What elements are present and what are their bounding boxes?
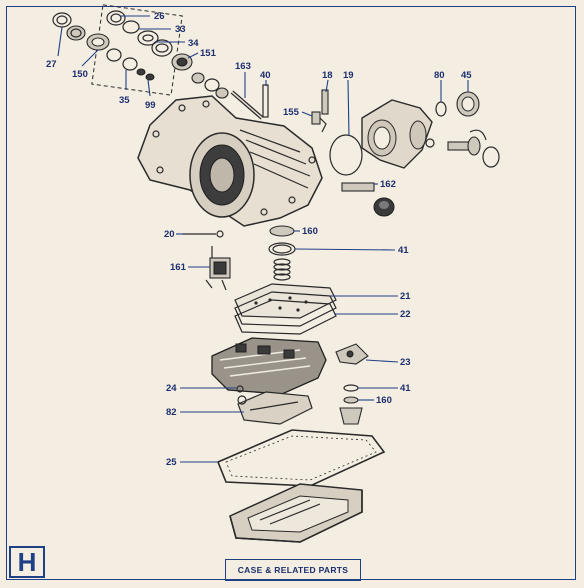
callout-82: 82	[166, 407, 177, 418]
part-26a	[52, 12, 72, 28]
callout-155: 155	[283, 107, 300, 118]
callout-35: 35	[119, 95, 130, 106]
part-33a	[122, 20, 140, 34]
callout-25: 25	[166, 457, 177, 468]
section-letter: H	[17, 546, 37, 577]
part-40-pin	[262, 84, 269, 118]
callout-41-upper: 41	[398, 245, 409, 256]
part-160b	[343, 396, 359, 404]
section-letter-badge: H	[9, 546, 45, 578]
callout-21: 21	[400, 291, 411, 302]
page-frame	[6, 6, 576, 580]
part-45-seal	[456, 91, 480, 117]
part-162-speedo	[341, 182, 395, 217]
callout-23: 23	[400, 357, 411, 368]
part-35a	[106, 48, 122, 62]
callout-33: 33	[175, 24, 186, 35]
part-19-gasket	[329, 134, 363, 176]
callout-80: 80	[434, 70, 445, 81]
part-23-accumulator	[335, 343, 369, 365]
callout-150: 150	[72, 69, 88, 80]
part-99	[145, 73, 155, 81]
part-27	[66, 25, 86, 41]
diagram-title: CASE & RELATED PARTS	[237, 565, 349, 575]
part-99a	[136, 68, 146, 76]
callout-24: 24	[166, 383, 177, 394]
part-25-pan-gasket	[216, 429, 386, 487]
extension-housing	[361, 99, 433, 169]
part-160a	[269, 225, 295, 237]
oil-pan	[229, 483, 363, 543]
part-161-solenoid	[205, 246, 231, 291]
front-seal-group	[52, 4, 193, 96]
callout-162: 162	[380, 179, 396, 190]
callout-160-lower: 160	[376, 395, 392, 406]
callout-34: 34	[188, 38, 199, 49]
part-35	[122, 57, 138, 71]
part-34	[151, 39, 173, 57]
callout-26: 26	[154, 11, 165, 22]
callout-labels: 26 27 150 33 34 151 35 99 163 40 18 19 8…	[46, 11, 472, 468]
callout-40: 40	[260, 70, 271, 81]
part-82-filter	[237, 391, 313, 425]
diagram-title-box: CASE & RELATED PARTS	[225, 559, 361, 581]
callout-27: 27	[46, 59, 57, 70]
part-26b	[106, 10, 126, 26]
callout-160-upper: 160	[302, 226, 318, 237]
part-163-shaft	[230, 90, 264, 120]
transmission-case	[137, 95, 323, 227]
callout-20: 20	[164, 229, 175, 240]
callout-99: 99	[145, 100, 156, 111]
part-80	[435, 101, 447, 117]
callout-151: 151	[200, 48, 217, 59]
callout-161: 161	[170, 262, 187, 273]
output-shaft-parts	[425, 129, 500, 168]
bearing-c	[215, 87, 229, 99]
bearing-b	[204, 78, 220, 92]
bearing-a	[191, 72, 205, 84]
part-33	[137, 30, 159, 46]
callout-18: 18	[322, 70, 333, 81]
filter-cup	[339, 407, 363, 425]
callout-22: 22	[400, 309, 411, 320]
callout-45: 45	[461, 70, 472, 81]
part-24-pin	[236, 385, 244, 393]
callout-163: 163	[235, 61, 251, 72]
spring	[273, 258, 291, 281]
callout-41-lower: 41	[400, 383, 411, 394]
part-41b	[343, 384, 359, 392]
valve-body	[211, 337, 327, 395]
separator-plates	[234, 283, 337, 335]
part-155-fitting	[311, 111, 327, 133]
leader-lines	[57, 15, 469, 463]
part-18-sensor	[321, 89, 329, 115]
callout-19: 19	[343, 70, 354, 81]
part-20-tube	[182, 230, 224, 238]
